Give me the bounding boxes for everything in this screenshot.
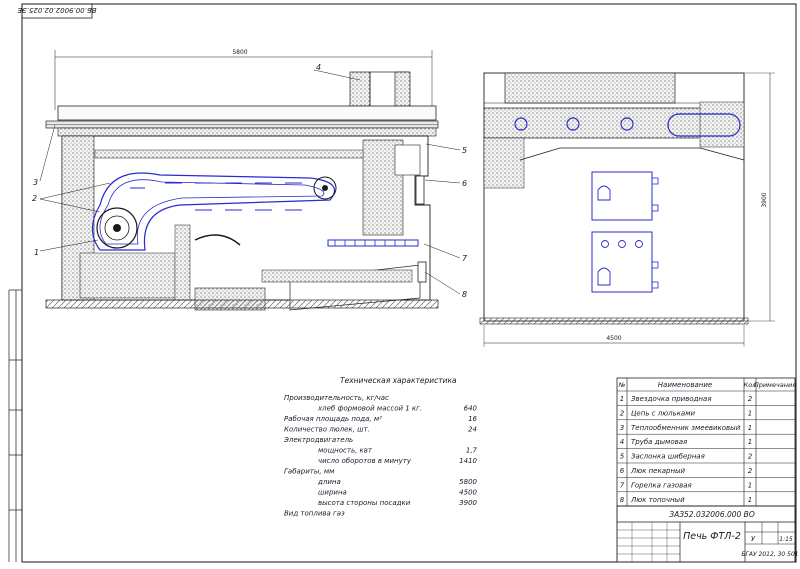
spec-row-name: Труба дымовая [631, 438, 687, 446]
stamp-code-box: ВБ.00.9002.02.025.ЭЕ [17, 3, 97, 19]
tech-row-label: Рабочая площадь пода, м² [284, 415, 382, 423]
spec-row-name: Звездочка приводная [631, 395, 712, 403]
tech-row-value: 1410 [459, 457, 477, 465]
spec-row-num: 4 [620, 438, 624, 446]
tech-row-label: Вид топлива газ [284, 510, 345, 518]
spec-row-num: 7 [620, 481, 625, 489]
letter-cell: У [751, 535, 756, 543]
spec-table: № Наименование Кол Примечания 1 Звездочка… [616, 377, 796, 507]
spec-header-qty: Кол [744, 381, 757, 389]
spec-row-name: Горелка газовая [631, 481, 692, 489]
callout-6: 6 [462, 179, 467, 188]
doc-code: ЗАЗ52.032006.000 ВО [669, 510, 755, 519]
spec-row-num: 1 [620, 395, 624, 403]
drive-sprocket [96, 207, 138, 249]
foundation [45, 299, 439, 309]
idler-sprocket [313, 176, 337, 200]
spec-header-notes: Примечания [754, 381, 796, 389]
spec-row-qty: 1 [748, 409, 752, 417]
spec-row-name: Цепь с люльками [631, 409, 696, 417]
callout-4: 4 [316, 63, 321, 72]
spec-row-qty: 2 [748, 467, 753, 475]
spec-row-name: Теплообменник змеевиковый [631, 424, 741, 432]
tech-row-label: длина [317, 478, 341, 486]
tech-row-label: Электродвигатель [283, 436, 353, 444]
dim-length-label: 5800 [232, 49, 247, 56]
callout-3: 3 [33, 178, 38, 187]
tech-row-label: хлеб формовой массой 1 кг. [317, 405, 422, 413]
stamp-code: ВБ.00.9002.02.025.ЭЕ [17, 6, 97, 14]
spec-row-name: Люк топочный [630, 496, 685, 504]
chimney [349, 71, 371, 108]
tech-row-value: 4500 [459, 489, 477, 497]
spec-row-name: Заслонка шиберная [631, 453, 705, 461]
tech-row-value: 1,7 [466, 447, 478, 455]
sheet-frame [21, 3, 797, 563]
conveyor-chain [91, 172, 335, 251]
fire-door [417, 261, 427, 283]
tech-row-label: высота стороны посадки [318, 499, 411, 507]
tech-row-value: 24 [468, 426, 477, 434]
spec-row-num: 3 [620, 424, 624, 432]
dim-width-label: 4500 [606, 335, 621, 342]
spec-row-num: 8 [620, 496, 625, 504]
tech-row-value: 16 [468, 415, 477, 423]
tech-row-label: мощность, квт [318, 447, 373, 455]
spec-row-num: 5 [620, 453, 625, 461]
callout-1: 1 [34, 248, 39, 257]
spec-row-num: 6 [620, 467, 625, 475]
tech-row-label: число оборотов в минуту [318, 457, 412, 465]
spec-header-num: № [618, 381, 626, 389]
side-fire-door [591, 231, 653, 293]
tech-row-value: 640 [464, 405, 478, 413]
tech-title: Техническая характеристика [340, 376, 457, 385]
product-name: Печь ФТЛ-2 [683, 531, 741, 542]
dim-height-label: 3900 [761, 192, 768, 207]
spec-header-name: Наименование [658, 381, 712, 389]
tech-row-label: ширина [318, 489, 347, 497]
scale-cell: 1:15 [779, 536, 793, 543]
front-view: 5800 [32, 49, 468, 311]
spec-row-qty: 1 [748, 481, 752, 489]
spec-row-num: 2 [620, 409, 625, 417]
tech-spec: Техническая характеристика Производитель… [283, 376, 478, 518]
exchanger-loop [667, 113, 741, 137]
callout-7: 7 [462, 254, 468, 263]
tech-row-value: 3900 [459, 499, 477, 507]
callout-5: 5 [462, 146, 467, 155]
callout-2: 2 [32, 194, 37, 203]
callout-8: 8 [462, 290, 467, 299]
baking-door [415, 175, 425, 205]
title-block: ЗАЗ52.032006.000 ВО Печь ФТЛ-2 У 1:15 БГ… [616, 505, 799, 563]
gas-burner [327, 239, 419, 247]
binding-strip [8, 289, 22, 562]
tech-row-label: Габариты, мм [284, 468, 335, 476]
spec-row-qty: 2 [748, 453, 753, 461]
spec-row-qty: 1 [748, 424, 752, 432]
spec-row-qty: 2 [748, 395, 753, 403]
spec-row-qty: 1 [748, 496, 752, 504]
tech-row-label: Производительность, кг/час [284, 394, 389, 402]
side-baking-door [591, 171, 653, 221]
spec-row-qty: 1 [748, 438, 752, 446]
side-view: 3900 4500 [479, 72, 775, 347]
tech-row-label: Количество люлек, шт. [284, 426, 370, 434]
spec-row-name: Люк пекарный [630, 467, 686, 475]
top-slab [57, 105, 437, 121]
tech-row-value: 5800 [459, 478, 477, 486]
org-cell: БГАУ 2012, 30 501 [741, 551, 798, 558]
